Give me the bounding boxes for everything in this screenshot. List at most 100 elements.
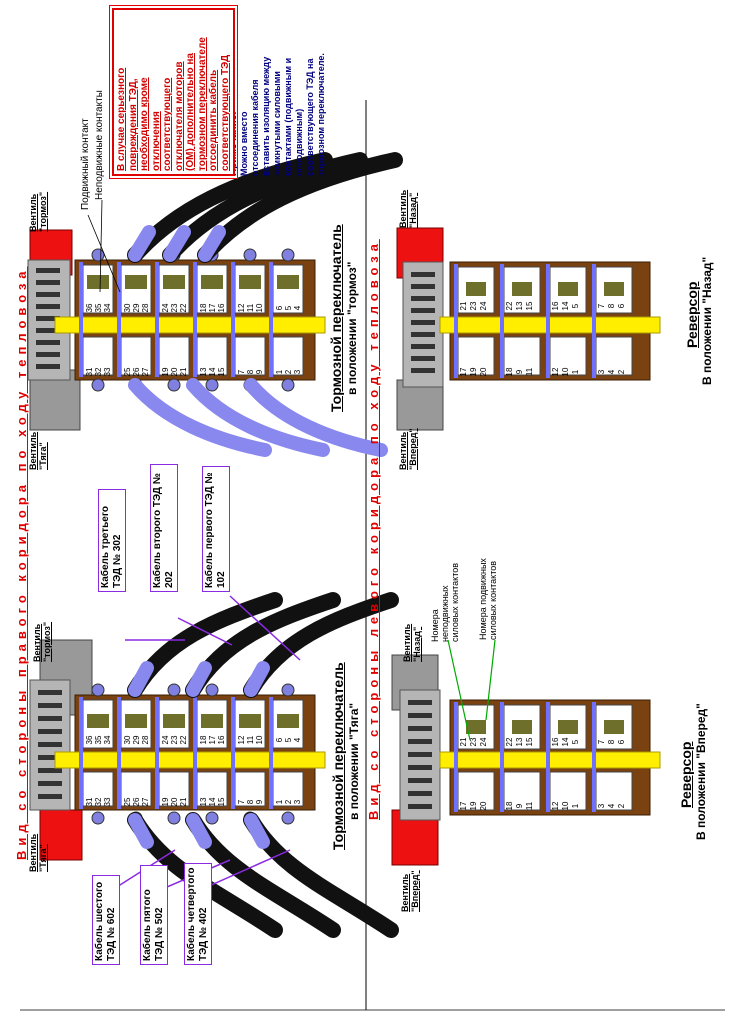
warning-line: повреждения ТЭД, [127,78,139,171]
brake-brake-shaft [54,316,326,334]
brake-traction-contact-number: 3 [293,799,302,804]
reverser-forward-pointer-fixed [447,639,471,741]
brake-brake-contact-number: 12 [237,303,246,312]
brake-brake-name: Тормозной переключатель [328,224,344,412]
note-line: отсоединения кабеля [250,79,260,176]
brake-traction-contact-number: 1 [275,799,284,804]
reverser-back-terminal [411,296,435,301]
brake-traction-contact-number: 11 [246,735,255,744]
brake-brake-terminal [36,316,60,321]
brake-brake-contact-number: 26 [132,367,141,376]
reverser-back-contact-mark [604,282,624,296]
brake-brake-bolt [281,248,295,262]
brake-traction-contact-number: 10 [255,735,264,744]
reverser-back-contact-number: 23 [469,301,478,310]
brake-traction-contact-number: 22 [179,735,188,744]
brake-brake-blue-bar [79,262,83,377]
brake-brake-terminal [36,268,60,273]
reverser-forward-blue-bar [546,702,550,812]
brake-traction-contact-number: 24 [161,735,170,744]
cable-label-402: Кабель четвертого ТЭД № 402 [184,863,212,965]
reverser-forward-terminal [408,726,432,731]
reverser-forward-contact-number: 15 [525,737,534,746]
brake-traction-contact-number: 36 [85,735,94,744]
brake-traction-contact-number: 31 [85,797,94,806]
brake-traction-cable-lug-bottom [244,813,270,849]
brake-brake-contact-number: 9 [255,369,264,374]
reverser-forward-lower-panel [549,771,587,811]
brake-traction-contact-number: 2 [284,799,293,804]
warning-line: тормозном переключателе [196,37,208,171]
reverser-forward-contact-number: 17 [459,801,468,810]
brake-brake-blue-bar [117,262,121,377]
reverser-back-contact-number: 18 [505,367,514,376]
reverser-back-contact-number: 22 [505,301,514,310]
brake-traction-terminal [38,755,62,760]
brake-traction-contact-number: 35 [94,735,103,744]
reverser-back-blue-bar [592,264,596,378]
title-left-corridor: Вид со стороны левого коридора по ходу т… [366,239,381,820]
brake-traction-shaft [54,751,326,769]
brake-traction-terminal [38,781,62,786]
reverser-forward-terminal [408,713,432,718]
brake-traction-terminal [38,742,62,747]
valve-tyaga-1: Вентиль "Тяга" [28,833,48,872]
brake-traction-cable-lug-top [186,661,212,697]
reverser-back-contact-mark [466,282,486,296]
brake-brake-contact-number: 5 [284,305,293,310]
brake-brake-cable-bottom [186,378,330,457]
label-fixed-contacts: Неподвижные контакты [94,90,105,200]
reverser-back-name: Реверсор [684,281,700,348]
brake-brake-contact-number: 2 [284,369,293,374]
brake-brake-lower-panel [158,336,190,376]
brake-traction-contact-number: 33 [103,797,112,806]
reverser-back-contact-number: 19 [469,367,478,376]
brake-brake-contact-number: 13 [199,367,208,376]
brake-traction-lower-panel [272,771,304,807]
reverser-forward-contact-number: 22 [505,737,514,746]
brake-traction-bolt [205,683,219,697]
reverser-forward-pointer-moving [485,639,496,721]
brake-traction-contact-number: 16 [217,735,226,744]
reverser-back-terminal [411,368,435,373]
brake-traction-contact-number: 15 [217,797,226,806]
warning-line: В случае серьезного [116,67,127,171]
brake-brake-cable-lug-top [128,225,156,262]
reverser-back-contact-number: 3 [597,369,606,374]
brake-traction-lower-panel [234,771,266,807]
brake-traction-contact-number: 7 [237,799,246,804]
reverser-forward-contact-number: 6 [617,739,626,744]
brake-traction-contact-mark [87,714,109,728]
reverser-forward-contact-number: 7 [597,739,606,744]
reverser-forward-lower-panel [595,771,633,811]
brake-traction-contact-mark [239,714,261,728]
reverser-forward-contact-number: 9 [515,803,524,808]
brake-brake-contact-number: 10 [255,303,264,312]
reverser-back-contact-number: 9 [515,369,524,374]
reverser-back-blue-bar [546,264,550,378]
brake-brake-contact-number: 20 [170,367,179,376]
brake-traction-contact-number: 5 [284,737,293,742]
brake-brake-terminal [36,280,60,285]
valve-vpered-2: Вентиль "Вперед" [398,428,418,470]
brake-traction-cable-pointer [199,849,291,891]
brake-brake-terminal [36,304,60,309]
reverser-forward-contact-number: 19 [469,801,478,810]
reverser-forward-contact-number: 23 [469,737,478,746]
label-moving-contact: Подвижный контакт [80,118,91,210]
brake-brake-terminal [36,352,60,357]
reverser-forward-terminal [408,778,432,783]
brake-brake-lower-panel [234,336,266,376]
brake-traction-contact-number: 12 [237,735,246,744]
brake-brake-bolt [91,248,105,262]
brake-brake-contact-mark [201,275,223,289]
reverser-forward-blue-bar [500,702,504,812]
brake-brake-contact-number: 18 [199,303,208,312]
brake-traction-bolt [167,811,181,825]
brake-brake-contact-number: 23 [170,303,179,312]
reverser-back-terminal [411,284,435,289]
warning-line: отсоединить кабель [208,69,219,171]
